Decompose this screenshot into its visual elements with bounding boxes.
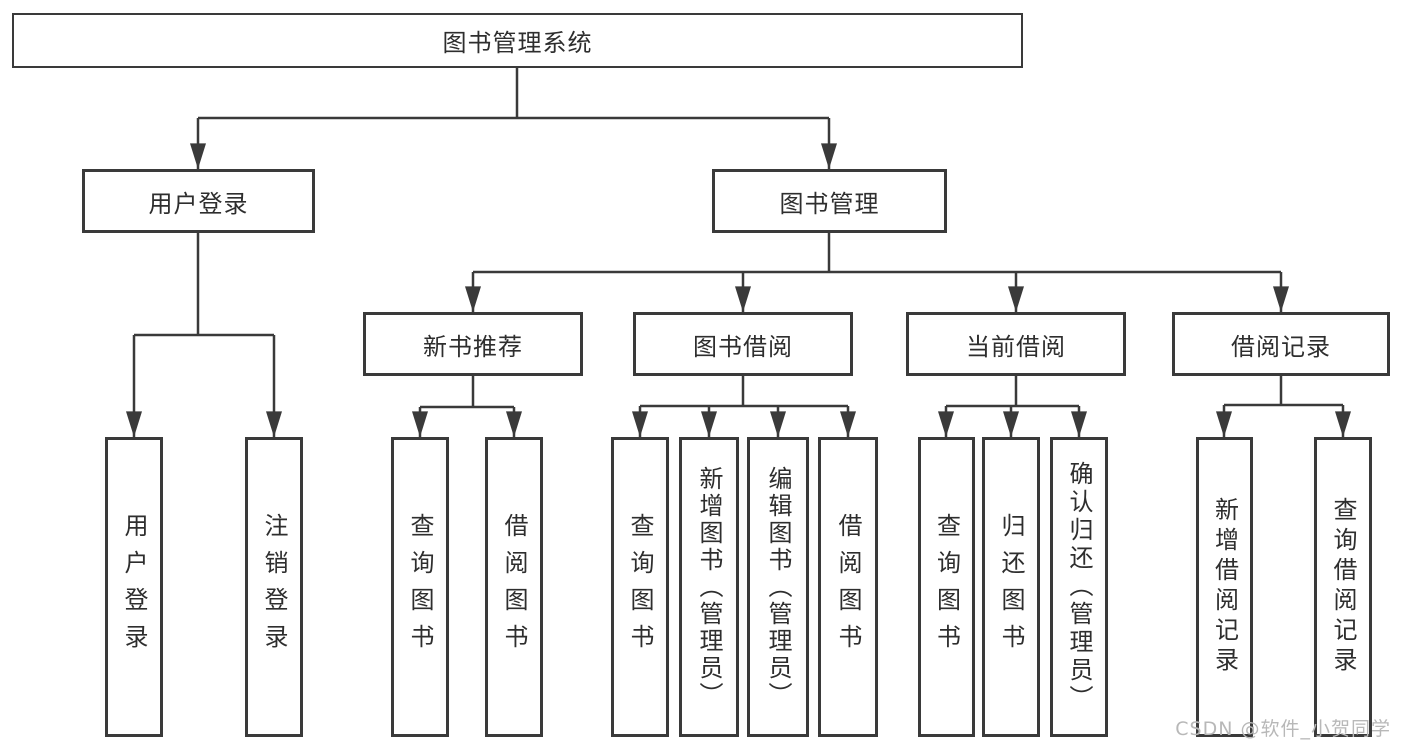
leaf-borrow-books-recommend: 借阅图书 — [485, 437, 543, 737]
leaf-add-borrow-record: 新增借阅记录 — [1196, 437, 1253, 737]
connector-elbows — [134, 68, 1343, 409]
leaf-edit-book-admin: 编辑图书（管理员） — [747, 437, 809, 737]
node-current-borrowing: 当前借阅 — [906, 312, 1126, 376]
leaf-query-books-borrow: 查询图书 — [611, 437, 669, 737]
connector-arrows — [126, 118, 1351, 437]
node-book-management: 图书管理 — [712, 169, 947, 233]
leaf-borrow-books: 借阅图书 — [818, 437, 878, 737]
node-new-book-recommendation: 新书推荐 — [363, 312, 583, 376]
leaf-query-books-recommend: 查询图书 — [391, 437, 449, 737]
node-book-borrowing: 图书借阅 — [633, 312, 853, 376]
leaf-query-borrow-record: 查询借阅记录 — [1314, 437, 1372, 737]
csdn-watermark: CSDN @软件_小贺同学 — [1175, 718, 1391, 740]
node-user-login: 用户登录 — [82, 169, 315, 233]
leaf-query-books-current: 查询图书 — [918, 437, 975, 737]
leaf-return-book: 归还图书 — [982, 437, 1040, 737]
leaf-logout: 注销登录 — [245, 437, 303, 737]
leaf-add-book-admin: 新增图书（管理员） — [679, 437, 739, 737]
node-library-management-system: 图书管理系统 — [12, 13, 1023, 68]
leaf-user-login: 用户登录 — [105, 437, 163, 737]
node-borrowing-records: 借阅记录 — [1172, 312, 1390, 376]
leaf-confirm-return-admin: 确认归还（管理员） — [1050, 437, 1108, 737]
